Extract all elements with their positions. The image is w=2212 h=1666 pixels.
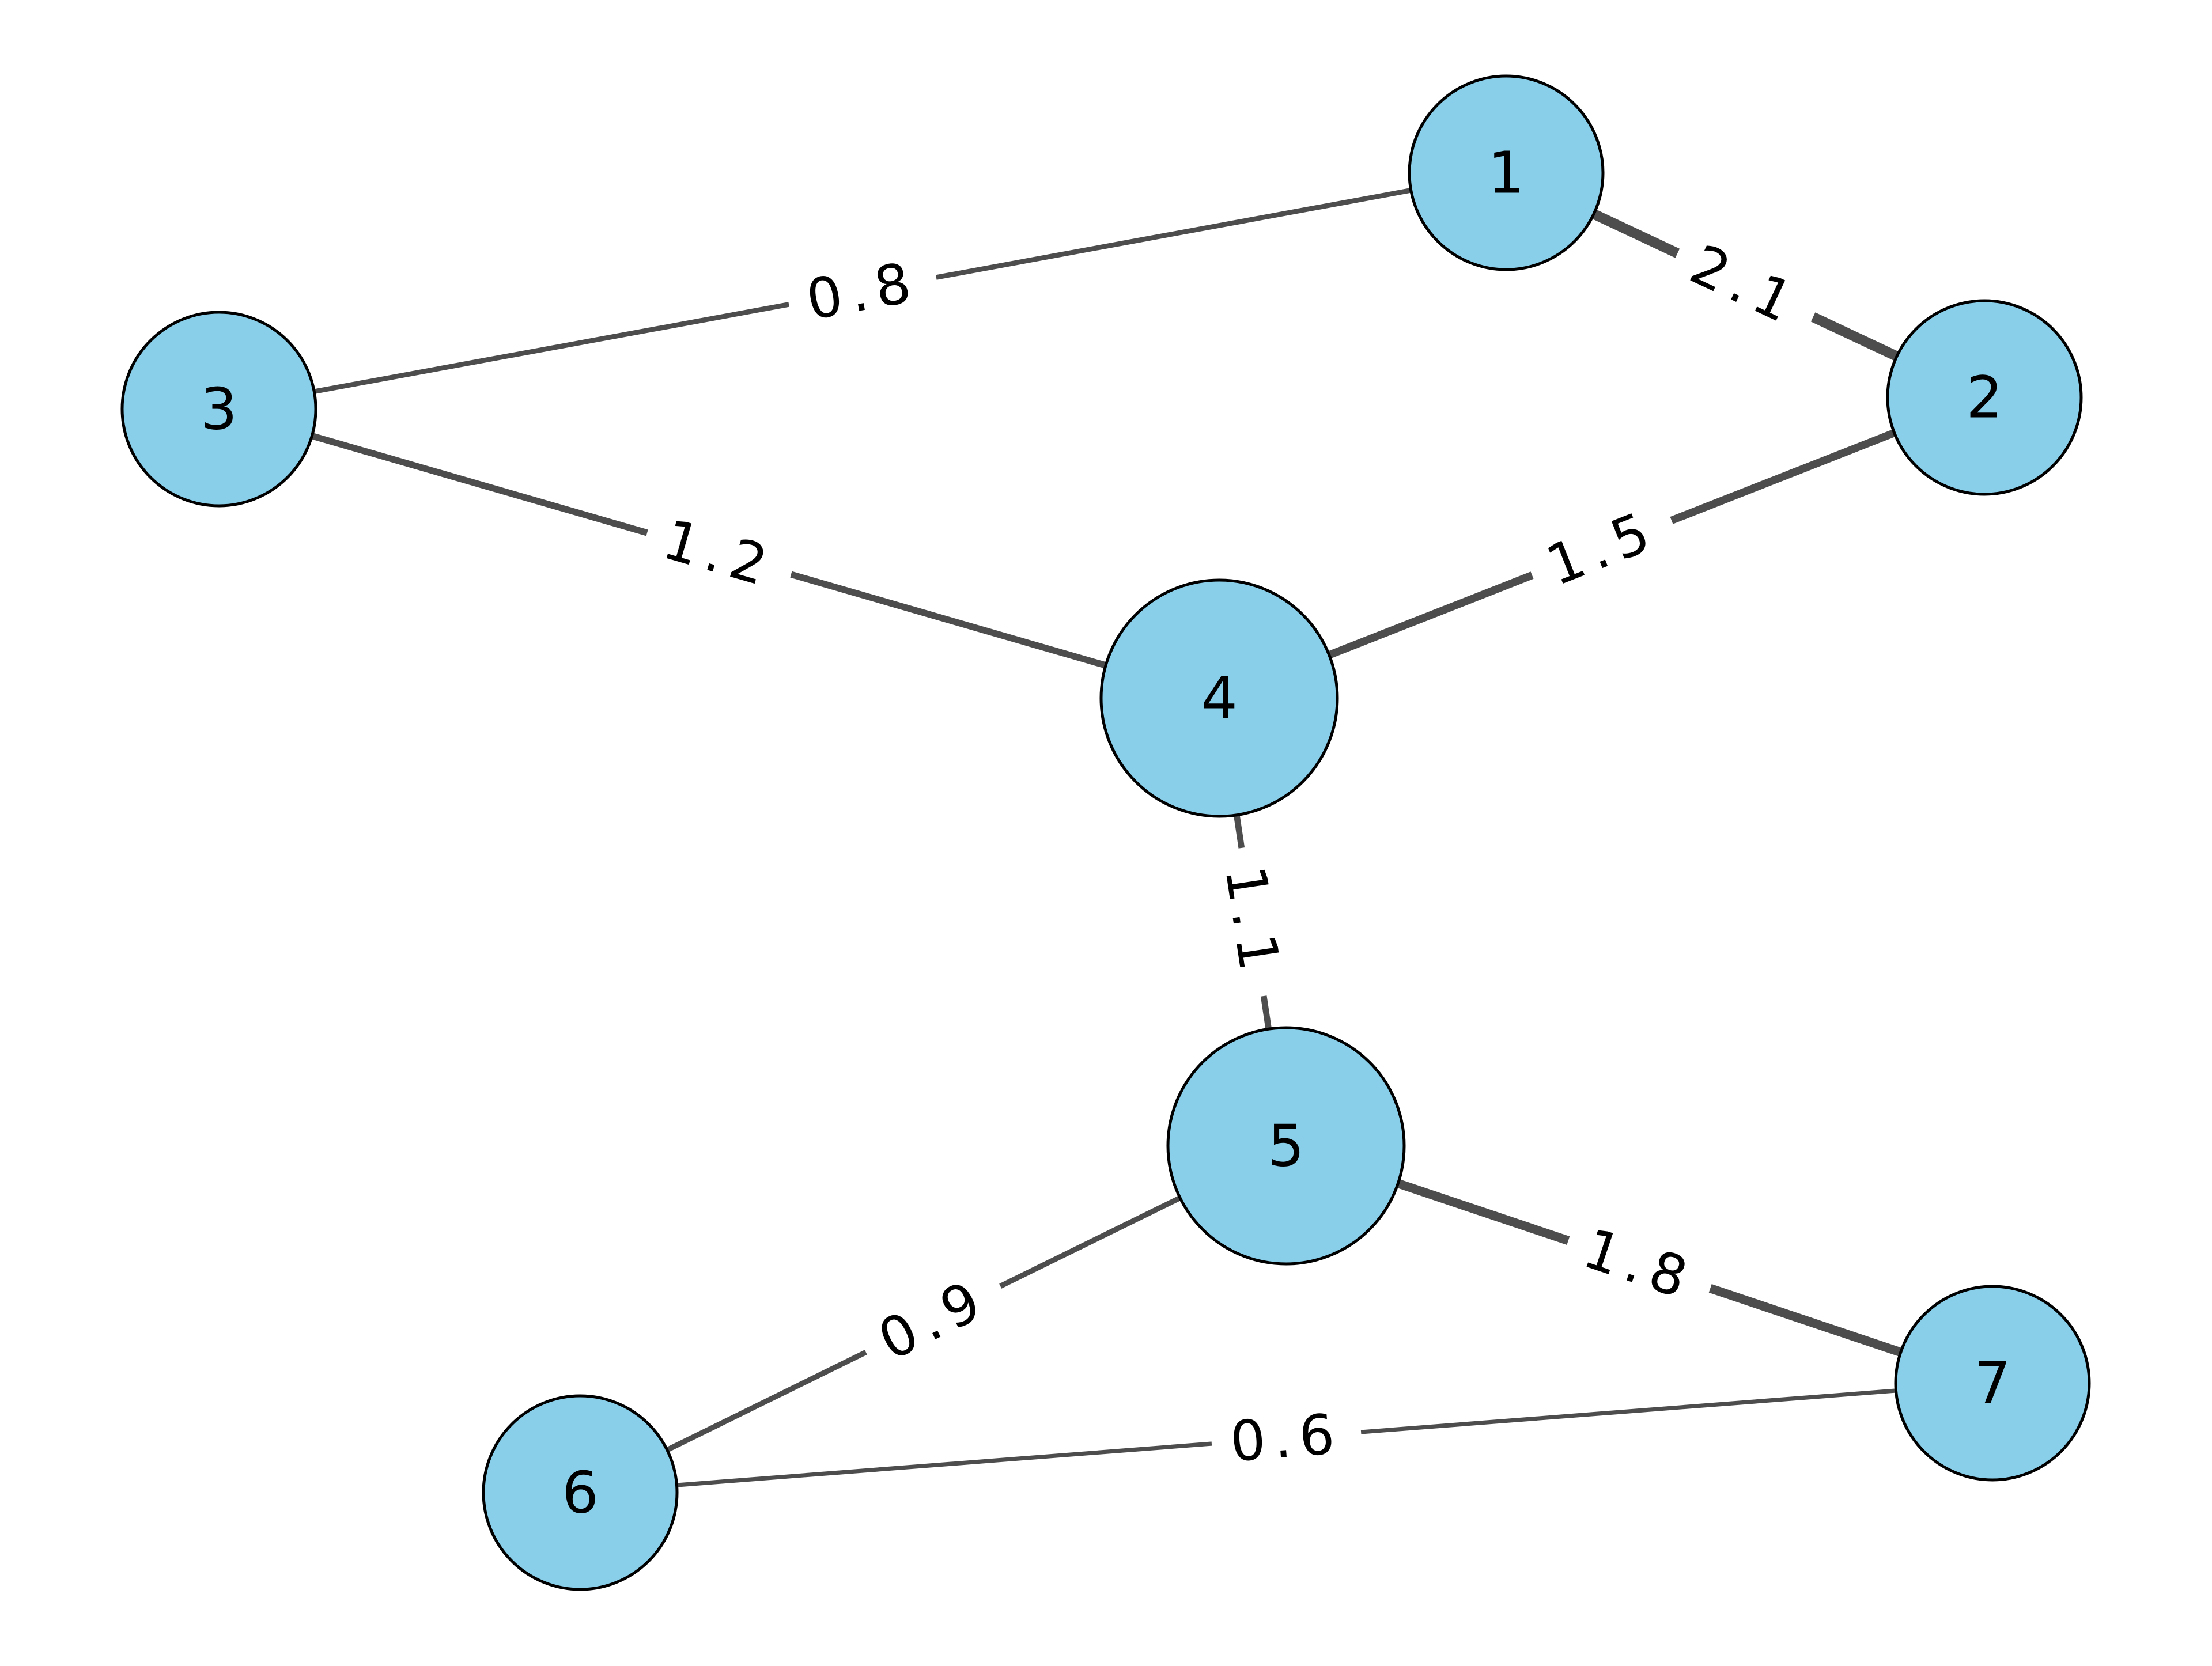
node-label: 5 [1268,1112,1304,1180]
edge-3-4: 1.2 [218,406,1220,702]
edge-label-background [1206,842,1299,1002]
node-7: 7 [1894,1285,2091,1482]
edge-label-group: 1.5 [1519,487,1685,609]
edge-label-background [1209,1396,1364,1479]
edge-weight-label: 1.2 [656,507,782,600]
node-circle [1886,299,2083,496]
edge-label-background [1557,1206,1722,1323]
node-label: 7 [1974,1350,2011,1417]
edge-label-background [637,498,801,609]
edge-weight-label: 0.8 [801,249,924,332]
node-6: 6 [482,1394,679,1591]
node-1: 1 [1408,74,1605,271]
edge-label-group: 1.2 [637,498,801,609]
node-label: 6 [562,1459,599,1527]
node-label: 2 [1966,364,2003,431]
edge-label-group: 0.6 [1209,1396,1364,1479]
edge-weight-label: 1.8 [1576,1216,1703,1313]
edge-label-background [782,242,943,340]
edge-2-4: 1.5 [1217,393,1986,702]
edge-6-7: 0.6 [580,1381,1993,1495]
edge-weight-label: 0.6 [1228,1402,1345,1475]
node-4: 4 [1099,578,1339,818]
node-circle [1099,578,1339,818]
node-circle [1408,74,1605,271]
edge-label-group: 0.9 [850,1254,1016,1384]
edge-label-group: 1.1 [1206,842,1299,1002]
node-circle [1894,1285,2091,1482]
node-label: 4 [1201,665,1238,732]
nodes-layer: 1 2 3 4 5 6 7 [120,74,2091,1591]
node-5: 5 [1166,1026,1406,1266]
edges-layer: 2.1 0.8 1.2 1.5 1.1 0.9 1.8 0.6 [218,168,1994,1495]
node-circle [120,311,317,508]
node-circle [482,1394,679,1591]
node-2: 2 [1886,299,2083,496]
node-3: 3 [120,311,317,508]
edge-label-group: 2.1 [1662,221,1829,350]
node-label: 3 [201,376,237,443]
edge-label-background [1662,221,1829,350]
edge-label-group: 1.8 [1557,1206,1722,1323]
node-label: 1 [1488,139,1525,207]
edge-label-background [850,1254,1016,1384]
edge-label-group: 0.8 [782,242,943,340]
edge-1-3: 0.8 [218,170,1507,412]
edge-label-background [1519,487,1685,609]
node-circle [1166,1026,1406,1266]
